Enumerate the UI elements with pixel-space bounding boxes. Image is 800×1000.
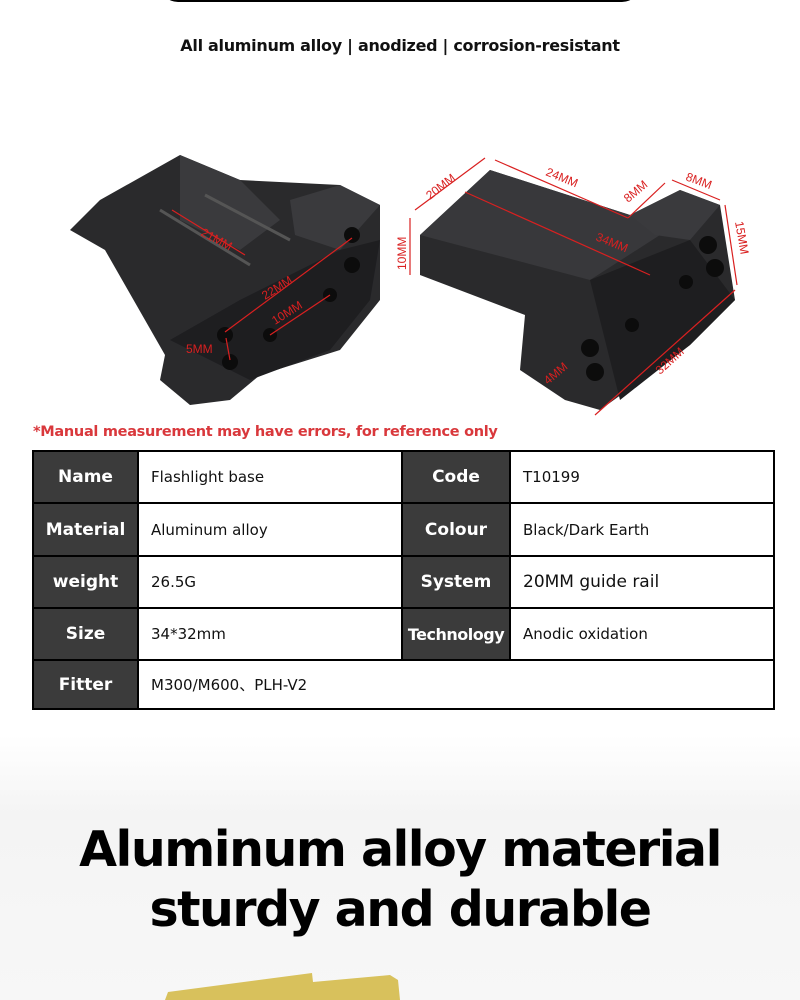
dim-label: 24MM [544, 165, 580, 190]
product-image-gold [165, 973, 400, 1000]
headline-line-1: Aluminum alloy material [79, 821, 722, 878]
spec-label: Fitter [32, 659, 139, 710]
spec-value: T10199 [509, 450, 775, 504]
dim-label: 15MM [732, 220, 752, 255]
product-image-left: 21MM 22MM 10MM 5MM [70, 155, 380, 405]
table-row: Fitter M300/M600、PLH-V2 [32, 659, 775, 710]
spec-label: Code [401, 450, 511, 504]
spec-value: Flashlight base [137, 450, 403, 504]
spec-label: System [401, 555, 511, 609]
table-row: Size 34*32mm Technology Anodic oxidation [32, 607, 775, 661]
dim-label: 5MM [186, 342, 213, 356]
spec-label: weight [32, 555, 139, 609]
feature-headline: Aluminum alloy material sturdy and durab… [0, 820, 800, 940]
spec-value: Aluminum alloy [137, 502, 403, 557]
table-row: Material Aluminum alloy Colour Black/Dar… [32, 502, 775, 557]
top-banner-edge [160, 0, 640, 2]
spec-label: Material [32, 502, 139, 557]
measurement-note: *Manual measurement may have errors, for… [33, 424, 498, 440]
spec-label: Technology [401, 607, 511, 661]
spec-label: Name [32, 450, 139, 504]
spec-value: Anodic oxidation [509, 607, 775, 661]
feature-section [0, 735, 800, 1000]
tagline: All aluminum alloy | anodized | corrosio… [180, 36, 620, 55]
dim-label: 10MM [395, 237, 409, 270]
spec-value: 34*32mm [137, 607, 403, 661]
spec-label: Colour [401, 502, 511, 557]
spec-label: Size [32, 607, 139, 661]
dim-label: 8MM [684, 170, 714, 192]
spec-value: Black/Dark Earth [509, 502, 775, 557]
dim-label: 20MM [423, 171, 458, 203]
headline-line-2: sturdy and durable [149, 881, 652, 938]
spec-value: 26.5G [137, 555, 403, 609]
spec-table: Name Flashlight base Code T10199 Materia… [32, 450, 775, 710]
product-image-right: 20MM 24MM 8MM 8MM 10MM 34MM 15MM 32MM 4M… [395, 157, 752, 416]
table-row: Name Flashlight base Code T10199 [32, 450, 775, 504]
table-row: weight 26.5G System 20MM guide rail [32, 555, 775, 609]
spec-value: 20MM guide rail [509, 555, 775, 609]
spec-value: M300/M600、PLH-V2 [137, 659, 775, 710]
